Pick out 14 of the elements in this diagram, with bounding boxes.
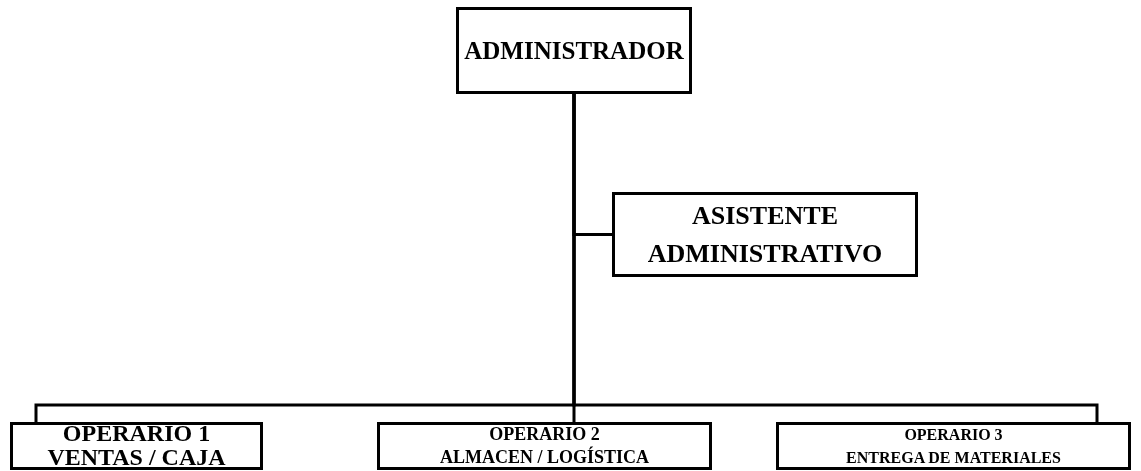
org-chart-box (776, 422, 1131, 470)
role-area: VENTAS / CAJA (47, 446, 226, 470)
org-chart-box (456, 7, 692, 94)
role-title: ASISTENTE ADMINISTRATIVO (646, 199, 884, 270)
org-chart-box (10, 422, 263, 470)
role-title: OPERARIO 2 (489, 422, 600, 446)
connector-line (572, 94, 1099, 422)
role-area: ALMACEN / LOGÍSTICA (440, 446, 649, 470)
role-title: OPERARIO 1 (62, 422, 211, 446)
org-chart-box (612, 192, 918, 277)
role-title: ADMINISTRADOR (464, 35, 684, 66)
org-chart-box (377, 422, 712, 470)
role-area: ENTREGA DE MATERIALES (846, 446, 1061, 470)
role-title: OPERARIO 3 (904, 424, 1003, 445)
